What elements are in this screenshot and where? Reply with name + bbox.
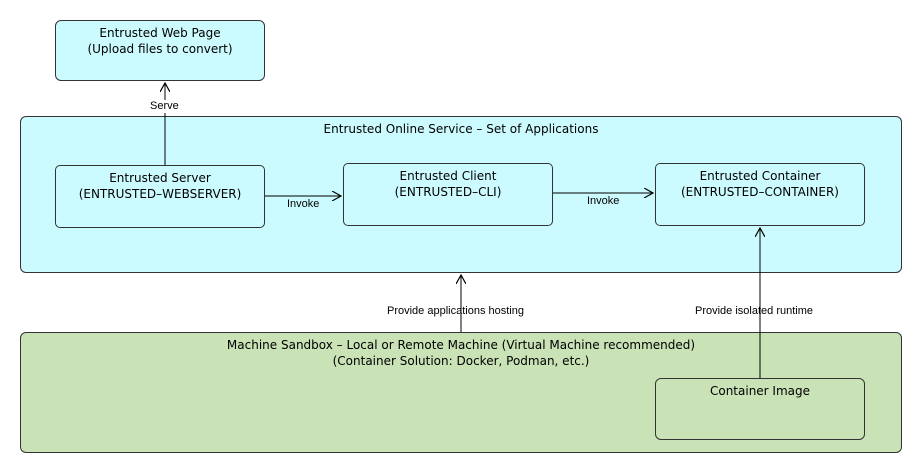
container-image-node: Container Image	[655, 378, 865, 440]
edge-label-runtime: Provide isolated runtime	[695, 305, 814, 317]
client-title: Entrusted Client	[399, 169, 497, 183]
container-image-title: Container Image	[709, 384, 811, 398]
server-title: Entrusted Server	[109, 171, 211, 185]
web-page-node: Entrusted Web Page (Upload files to conv…	[55, 20, 265, 81]
container-title: Entrusted Container	[699, 169, 821, 183]
online-service-title: Entrusted Online Service – Set of Applic…	[323, 122, 599, 136]
server-node: Entrusted Server (ENTRUSTED–WEBSERVER)	[55, 165, 265, 228]
client-subtitle: (ENTRUSTED–CLI)	[394, 185, 502, 199]
container-subtitle: (ENTRUSTED–CONTAINER)	[681, 185, 839, 199]
edge-label-hosting: Provide applications hosting	[387, 305, 524, 317]
container-node: Entrusted Container (ENTRUSTED–CONTAINER…	[655, 163, 865, 226]
edge-label-invoke-1: Invoke	[287, 198, 320, 210]
sandbox-subtitle: (Container Solution: Docker, Podman, etc…	[332, 354, 590, 368]
client-node: Entrusted Client (ENTRUSTED–CLI)	[343, 163, 553, 226]
server-subtitle: (ENTRUSTED–WEBSERVER)	[78, 187, 242, 201]
edge-label-serve: Serve	[149, 100, 180, 113]
web-page-subtitle: (Upload files to convert)	[87, 42, 233, 56]
sandbox-title: Machine Sandbox – Local or Remote Machin…	[226, 338, 696, 352]
web-page-title: Entrusted Web Page	[99, 26, 221, 40]
edge-label-invoke-2: Invoke	[587, 195, 620, 207]
